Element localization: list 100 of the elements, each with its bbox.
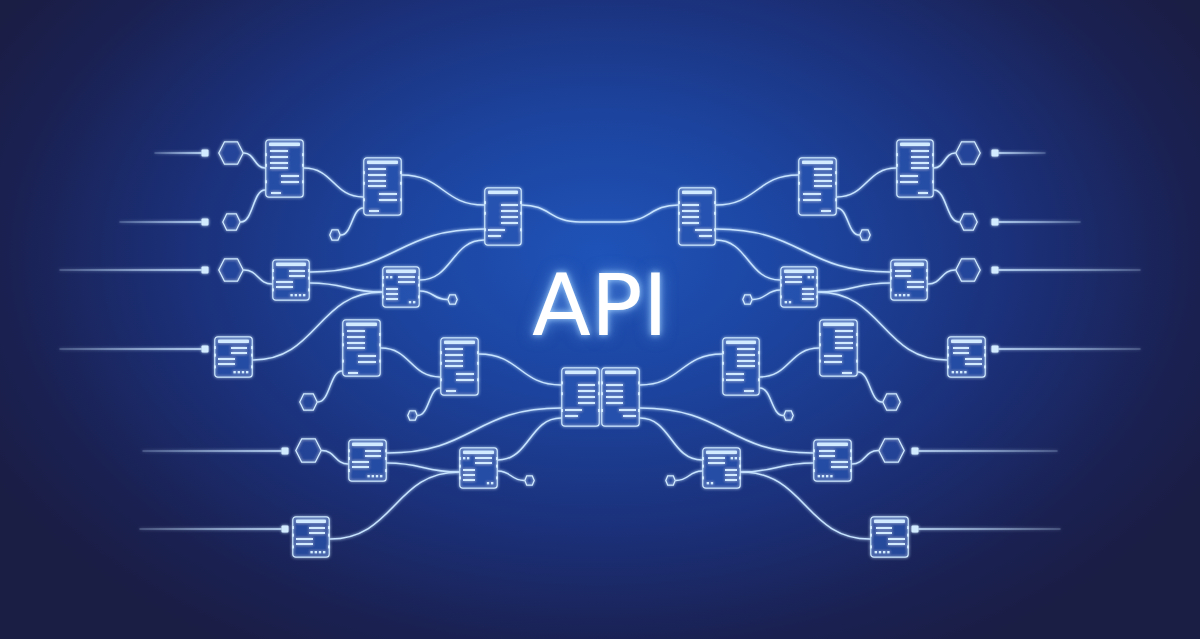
- connector-line: [243, 152, 266, 169]
- hexagon-icon: [882, 393, 901, 411]
- document-icon: [678, 187, 716, 246]
- hexagon-icon: [407, 410, 418, 421]
- hexagon-icon: [218, 141, 244, 165]
- hexagon-icon: [959, 213, 978, 231]
- document-icon: [272, 259, 310, 301]
- connector-line: [715, 174, 799, 206]
- hexagon-icon: [299, 393, 318, 411]
- connector-line: [303, 167, 364, 198]
- connector-line: [918, 528, 1061, 530]
- square-icon: [911, 447, 919, 455]
- document-icon: [484, 187, 522, 246]
- hexagon-icon: [859, 229, 871, 241]
- connector-line: [851, 449, 879, 465]
- square-icon: [201, 149, 209, 157]
- hexagon-icon: [955, 141, 981, 165]
- document-icon: [819, 319, 858, 377]
- document-icon: [459, 447, 498, 489]
- square-icon: [991, 266, 999, 274]
- connector-line: [59, 348, 202, 350]
- document-icon: [348, 439, 387, 482]
- document-icon: [722, 337, 760, 396]
- hexagon-icon: [955, 258, 981, 282]
- hexagon-icon: [329, 229, 341, 241]
- document-icon: [813, 439, 852, 482]
- connector-line: [380, 347, 441, 378]
- connector-line: [639, 407, 814, 454]
- document-icon: [382, 266, 420, 308]
- hexagon-icon: [524, 475, 535, 486]
- square-icon: [201, 218, 209, 226]
- document-icon: [601, 367, 640, 427]
- connector-line: [309, 228, 485, 273]
- connector-line: [740, 471, 871, 540]
- document-icon: [896, 139, 934, 198]
- connector-line: [817, 291, 948, 361]
- hexagon-icon: [447, 294, 458, 305]
- document-icon: [292, 516, 330, 558]
- connector-line: [419, 239, 485, 281]
- connector-line: [639, 353, 723, 386]
- document-icon: [363, 157, 402, 216]
- connector-line: [401, 174, 485, 206]
- document-icon: [265, 139, 304, 198]
- connector-line: [918, 450, 1058, 452]
- connector-line: [927, 269, 956, 285]
- connector-line: [340, 207, 364, 236]
- square-icon: [991, 345, 999, 353]
- connector-line: [329, 471, 460, 540]
- connector-line: [521, 204, 679, 223]
- square-icon: [991, 218, 999, 226]
- connector-line: [857, 371, 883, 403]
- square-icon: [911, 525, 919, 533]
- connector-line: [419, 290, 448, 301]
- connector-line: [243, 269, 273, 285]
- connector-line: [933, 152, 956, 169]
- connector-line: [752, 289, 781, 301]
- document-icon: [870, 516, 909, 558]
- hexagon-icon: [295, 438, 322, 463]
- hexagon-icon: [742, 294, 753, 305]
- document-icon: [702, 447, 741, 489]
- connector-line: [154, 152, 202, 154]
- connector-line: [139, 528, 282, 530]
- connector-line: [715, 228, 891, 273]
- square-icon: [991, 149, 999, 157]
- connector-line: [998, 152, 1046, 154]
- connector-line: [639, 417, 703, 461]
- document-icon: [342, 319, 381, 377]
- connector-line: [998, 269, 1141, 271]
- connector-line: [715, 239, 781, 281]
- square-icon: [201, 345, 209, 353]
- hexagon-icon: [665, 475, 676, 486]
- connector-line: [759, 347, 820, 378]
- connector-line: [417, 387, 441, 417]
- connector-line: [252, 291, 383, 361]
- connector-line: [59, 269, 202, 271]
- connector-line: [497, 470, 525, 482]
- document-icon: [780, 266, 818, 308]
- connector-line: [836, 167, 897, 198]
- hexagon-icon: [783, 410, 794, 421]
- connector-line: [998, 348, 1141, 350]
- document-icon: [947, 336, 986, 378]
- connector-line: [478, 353, 562, 386]
- square-icon: [201, 266, 209, 274]
- connector-line: [240, 189, 266, 223]
- connector-line: [142, 450, 282, 452]
- connector-line: [317, 370, 343, 403]
- connector-line: [386, 407, 562, 454]
- document-icon: [890, 259, 928, 301]
- connector-line: [759, 387, 784, 417]
- hexagon-icon: [878, 438, 905, 463]
- document-icon: [214, 336, 253, 378]
- heading-text: API: [531, 262, 669, 348]
- document-icon: [561, 367, 600, 427]
- connector-line: [675, 470, 703, 482]
- connector-line: [836, 207, 860, 236]
- hexagon-icon: [218, 258, 244, 282]
- hexagon-icon: [222, 213, 241, 231]
- connector-line: [933, 189, 960, 223]
- square-icon: [281, 525, 289, 533]
- connector-line: [321, 449, 349, 465]
